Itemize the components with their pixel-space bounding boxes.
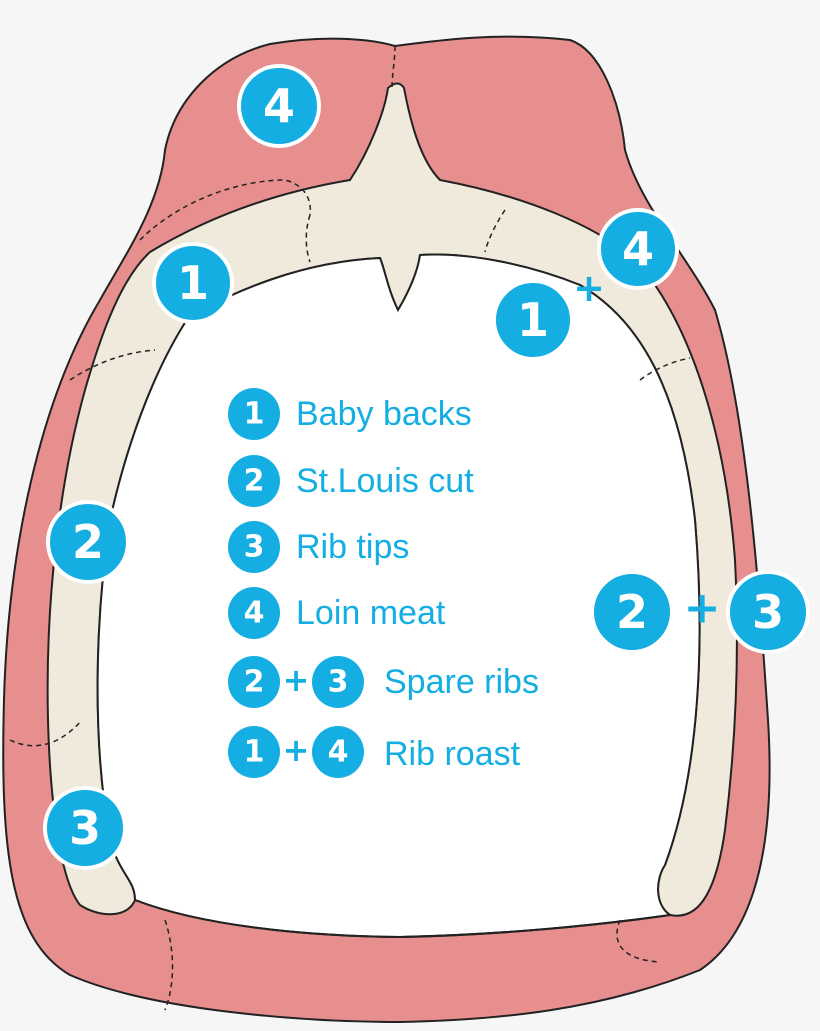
- legend-badge-number: 1: [244, 397, 265, 432]
- loin-top-badge: 4: [237, 64, 321, 148]
- badge-number: 1: [177, 256, 209, 310]
- legend-label: Loin meat: [296, 594, 446, 632]
- legend-plus-sign: +: [283, 661, 310, 699]
- plus-sign: +: [573, 266, 605, 310]
- badge-number: 1: [517, 293, 549, 347]
- legend: 1 Baby backs 2 St.Louis cut 3 Rib tips 4…: [228, 388, 539, 778]
- legend-label: Rib roast: [384, 735, 521, 773]
- cut-lines: [9, 45, 691, 1011]
- legend-item-baby-backs: 1 Baby backs: [228, 388, 472, 440]
- bottom-meat-edge: [134, 899, 671, 939]
- badge-number: 4: [622, 222, 654, 276]
- badge-number: 3: [752, 585, 784, 639]
- legend-badge-number: 4: [328, 735, 349, 770]
- legend-item-rib-roast: 1 + 4 Rib roast: [228, 726, 521, 778]
- spare-ribs-badge-group: 2 + 3: [590, 570, 810, 654]
- baby-back-left-badge: 1: [152, 242, 234, 324]
- badge-number: 4: [263, 79, 295, 133]
- legend-badge-number: 3: [244, 530, 265, 565]
- legend-label: Spare ribs: [384, 663, 539, 701]
- legend-badge-number: 4: [244, 596, 265, 631]
- plus-sign: +: [684, 583, 721, 634]
- legend-item-spare-ribs: 2 + 3 Spare ribs: [228, 656, 539, 708]
- legend-badge-number: 3: [328, 665, 349, 700]
- rib-tips-left-badge: 3: [43, 786, 127, 870]
- badge-number: 2: [616, 585, 648, 639]
- legend-label: Baby backs: [296, 395, 472, 433]
- rib-roast-badge-group: 1 + 4: [492, 208, 679, 361]
- legend-label: Rib tips: [296, 528, 409, 566]
- st-louis-left-badge: 2: [46, 500, 130, 584]
- legend-badge-number: 2: [244, 464, 265, 499]
- legend-plus-sign: +: [283, 731, 310, 769]
- legend-badge-number: 2: [244, 665, 265, 700]
- legend-item-rib-tips: 3 Rib tips: [228, 521, 409, 573]
- badge-number: 3: [69, 801, 101, 855]
- badge-number: 2: [72, 515, 104, 569]
- legend-item-st-louis: 2 St.Louis cut: [228, 455, 474, 507]
- legend-label: St.Louis cut: [296, 462, 474, 500]
- legend-badge-number: 1: [244, 735, 265, 770]
- legend-item-loin-meat: 4 Loin meat: [228, 587, 446, 639]
